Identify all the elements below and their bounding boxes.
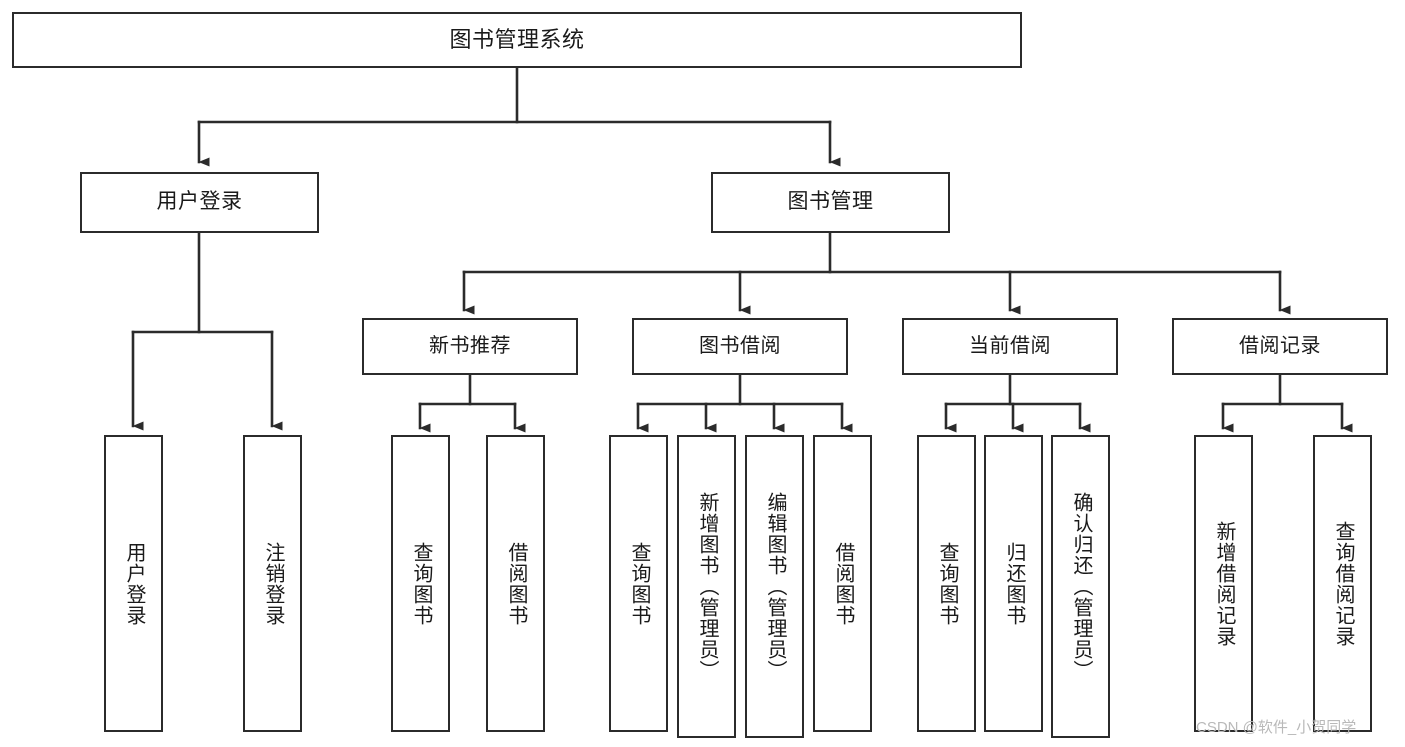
node-borrow-record[interactable]: 借阅记录: [1172, 318, 1388, 375]
leaf-current-borrow-query-book[interactable]: 查询图书: [917, 435, 976, 732]
node-label: 借阅图书: [832, 541, 854, 626]
node-label: 查询借阅记录: [1332, 520, 1354, 647]
leaf-current-borrow-confirm-return-admin[interactable]: 确认归还（管理员）: [1051, 435, 1110, 738]
leaf-user-login-login[interactable]: 用户登录: [104, 435, 163, 732]
node-book-borrow[interactable]: 图书借阅: [632, 318, 848, 375]
node-label: 图书管理: [787, 190, 874, 214]
node-label: 查询图书: [936, 541, 958, 626]
leaf-book-borrow-add-book-admin[interactable]: 新增图书（管理员）: [677, 435, 736, 738]
node-label: 借阅记录: [1239, 335, 1321, 357]
watermark: CSDN @软件_小贺同学: [1196, 719, 1357, 736]
node-label: 查询图书: [410, 541, 432, 626]
node-label: 用户登录: [156, 190, 243, 214]
leaf-book-borrow-borrow-book[interactable]: 借阅图书: [813, 435, 872, 732]
node-label: 借阅图书: [505, 541, 527, 626]
leaf-new-book-borrow-book[interactable]: 借阅图书: [486, 435, 545, 732]
node-label: 新增借阅记录: [1213, 520, 1235, 647]
node-label: 用户登录: [123, 541, 145, 626]
node-label: 确认归还（管理员）: [1070, 492, 1092, 681]
node-current-borrow[interactable]: 当前借阅: [902, 318, 1118, 375]
node-label: 注销登录: [262, 541, 284, 626]
leaf-borrow-record-query-record[interactable]: 查询借阅记录: [1313, 435, 1372, 732]
leaf-new-book-query-book[interactable]: 查询图书: [391, 435, 450, 732]
leaf-borrow-record-add-record[interactable]: 新增借阅记录: [1194, 435, 1253, 732]
node-label: 归还图书: [1003, 541, 1025, 626]
node-new-book-recommend[interactable]: 新书推荐: [362, 318, 578, 375]
node-label: 图书管理系统: [449, 27, 585, 53]
node-label: 图书借阅: [699, 335, 781, 357]
leaf-current-borrow-return-book[interactable]: 归还图书: [984, 435, 1043, 732]
node-label: 编辑图书（管理员）: [764, 492, 786, 681]
leaf-book-borrow-query-book[interactable]: 查询图书: [609, 435, 668, 732]
node-label: 新书推荐: [429, 335, 511, 357]
leaf-book-borrow-edit-book-admin[interactable]: 编辑图书（管理员）: [745, 435, 804, 738]
node-label: 新增图书（管理员）: [696, 492, 718, 681]
node-book-management[interactable]: 图书管理: [711, 172, 950, 233]
node-label: 当前借阅: [969, 335, 1051, 357]
node-label: 查询图书: [628, 541, 650, 626]
node-root-book-management-system[interactable]: 图书管理系统: [12, 12, 1022, 68]
node-user-login[interactable]: 用户登录: [80, 172, 319, 233]
leaf-user-login-logout[interactable]: 注销登录: [243, 435, 302, 732]
